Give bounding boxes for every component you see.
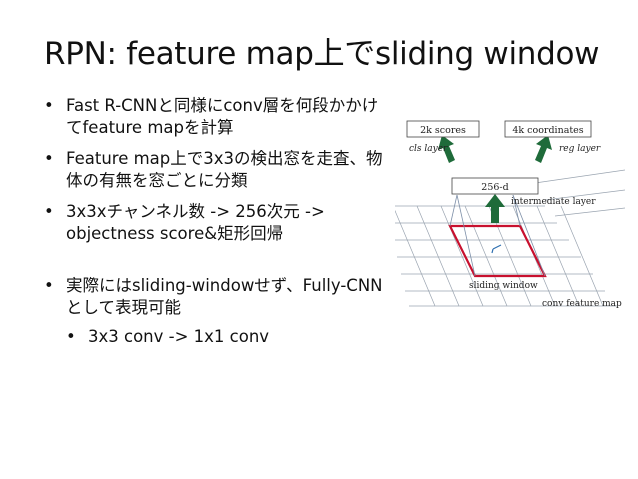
bullet-item: Fast R-CNNと同様にconv層を何段かかけてfeature mapを計算: [44, 95, 394, 139]
bullet-item: 3x3xチャンネル数 -> 256次元 -> objectness score&…: [44, 201, 394, 245]
bullet-list: Fast R-CNNと同様にconv層を何段かかけてfeature mapを計算…: [44, 95, 394, 348]
projection-lines: [449, 194, 546, 277]
rpn-diagram: 2k scores 4k coordinates cls layer reg l…: [395, 120, 625, 309]
coords-box: [504, 120, 592, 138]
bullet-item: 実際にはsliding-windowせず、Fully-CNNとして表現可能: [44, 275, 394, 319]
window-center-mark: [491, 244, 502, 254]
arrow-up-right-icon: [535, 135, 552, 163]
bullet-item: Feature map上で3x3の検出窓を走査、物体の有無を窓ごとに分類: [44, 148, 394, 192]
cls-layer-label: cls layer: [409, 144, 448, 154]
arrows: [438, 135, 552, 223]
reg-layer-label: reg layer: [559, 144, 601, 154]
slide-title: RPN: feature map上でsliding window: [44, 36, 600, 72]
sliding-window-label: sliding window: [469, 281, 538, 291]
scores-box: [406, 120, 480, 138]
arrow-up-icon: [485, 194, 505, 223]
scores-label: 2k scores: [420, 125, 466, 136]
intermediate-layer-box: [451, 177, 539, 195]
feature-map-label: conv feature map: [542, 299, 622, 309]
sub-bullet-item: 3x3 conv -> 1x1 conv: [44, 326, 394, 348]
arrow-up-left-icon: [438, 135, 455, 163]
coords-label: 4k coordinates: [512, 125, 583, 136]
sliding-window-box: [448, 224, 547, 278]
intermediate-layer-label: intermediate layer: [511, 197, 596, 207]
dim-label: 256-d: [481, 182, 508, 193]
